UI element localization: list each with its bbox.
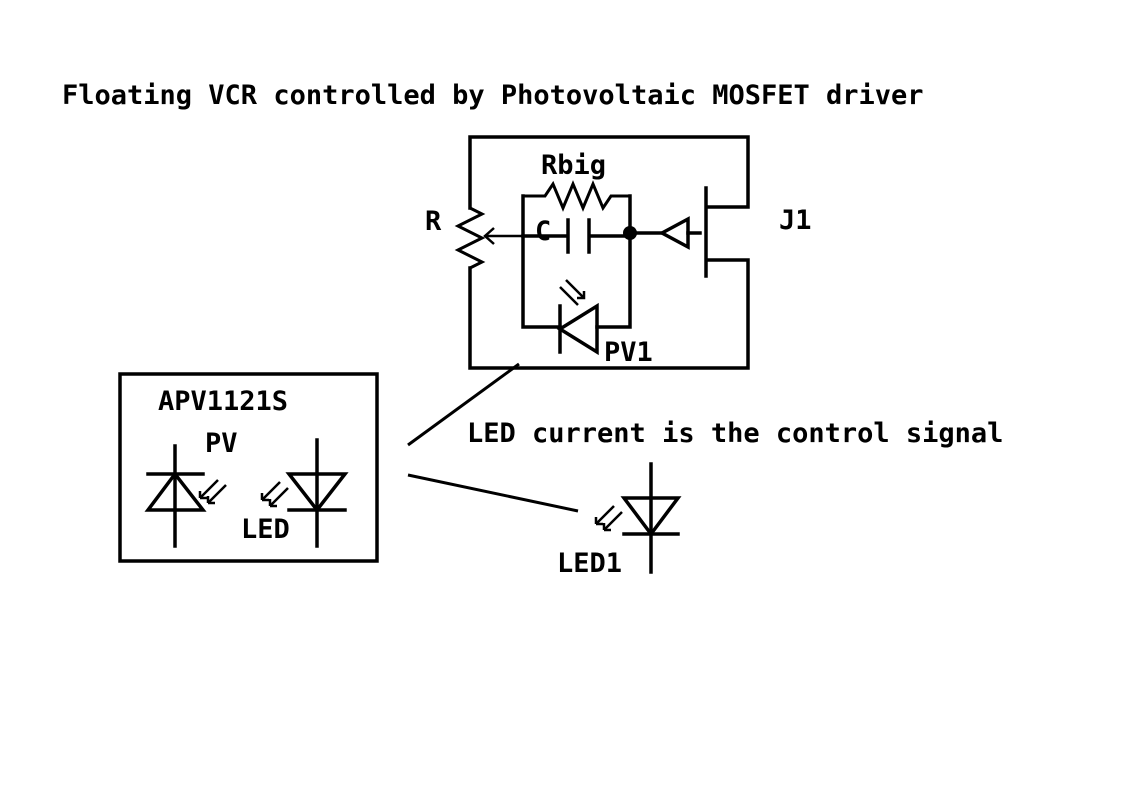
package-pv-light-arrow-icon (198, 479, 227, 505)
potentiometer-r-symbol (454, 206, 486, 270)
package-pv-label: PV (205, 428, 238, 459)
apv1121s-package (118, 372, 379, 563)
label-c: C (535, 216, 551, 247)
label-rbig: Rbig (541, 150, 606, 181)
control-signal-note: LED current is the control signal (467, 418, 1003, 449)
pv1-light-arrow-icon (559, 279, 586, 306)
label-pv1: PV1 (604, 337, 653, 368)
right-bus-wire (595, 194, 632, 329)
led1-light-arrow-icon (594, 505, 623, 532)
package-part-label: APV1121S (158, 386, 288, 417)
outer-loop-bottom-wire (468, 258, 750, 370)
photodiode-pv1 (556, 302, 599, 356)
diagram-title: Floating VCR controlled by Photovoltaic … (62, 80, 924, 111)
capacitor-c-symbol (521, 218, 632, 254)
package-pv-diode (144, 444, 207, 548)
left-bus-wire (521, 194, 562, 329)
outer-loop-wire (468, 135, 750, 210)
label-r: R (425, 206, 442, 237)
package-led-label: LED (241, 514, 290, 545)
package-led-diode (285, 438, 349, 548)
package-outline (118, 372, 379, 563)
label-j1: J1 (779, 205, 812, 236)
led1-diode (620, 462, 682, 574)
led-connection-line (407, 473, 579, 513)
potentiometer-wiper (483, 227, 522, 245)
pv-connection-line (407, 362, 520, 447)
main-circuit (454, 135, 750, 370)
gate-arrow-icon (658, 216, 690, 250)
resistor-rbig-symbol (523, 180, 630, 212)
label-led1: LED1 (557, 548, 622, 579)
package-led-light-arrow-icon (260, 481, 289, 508)
